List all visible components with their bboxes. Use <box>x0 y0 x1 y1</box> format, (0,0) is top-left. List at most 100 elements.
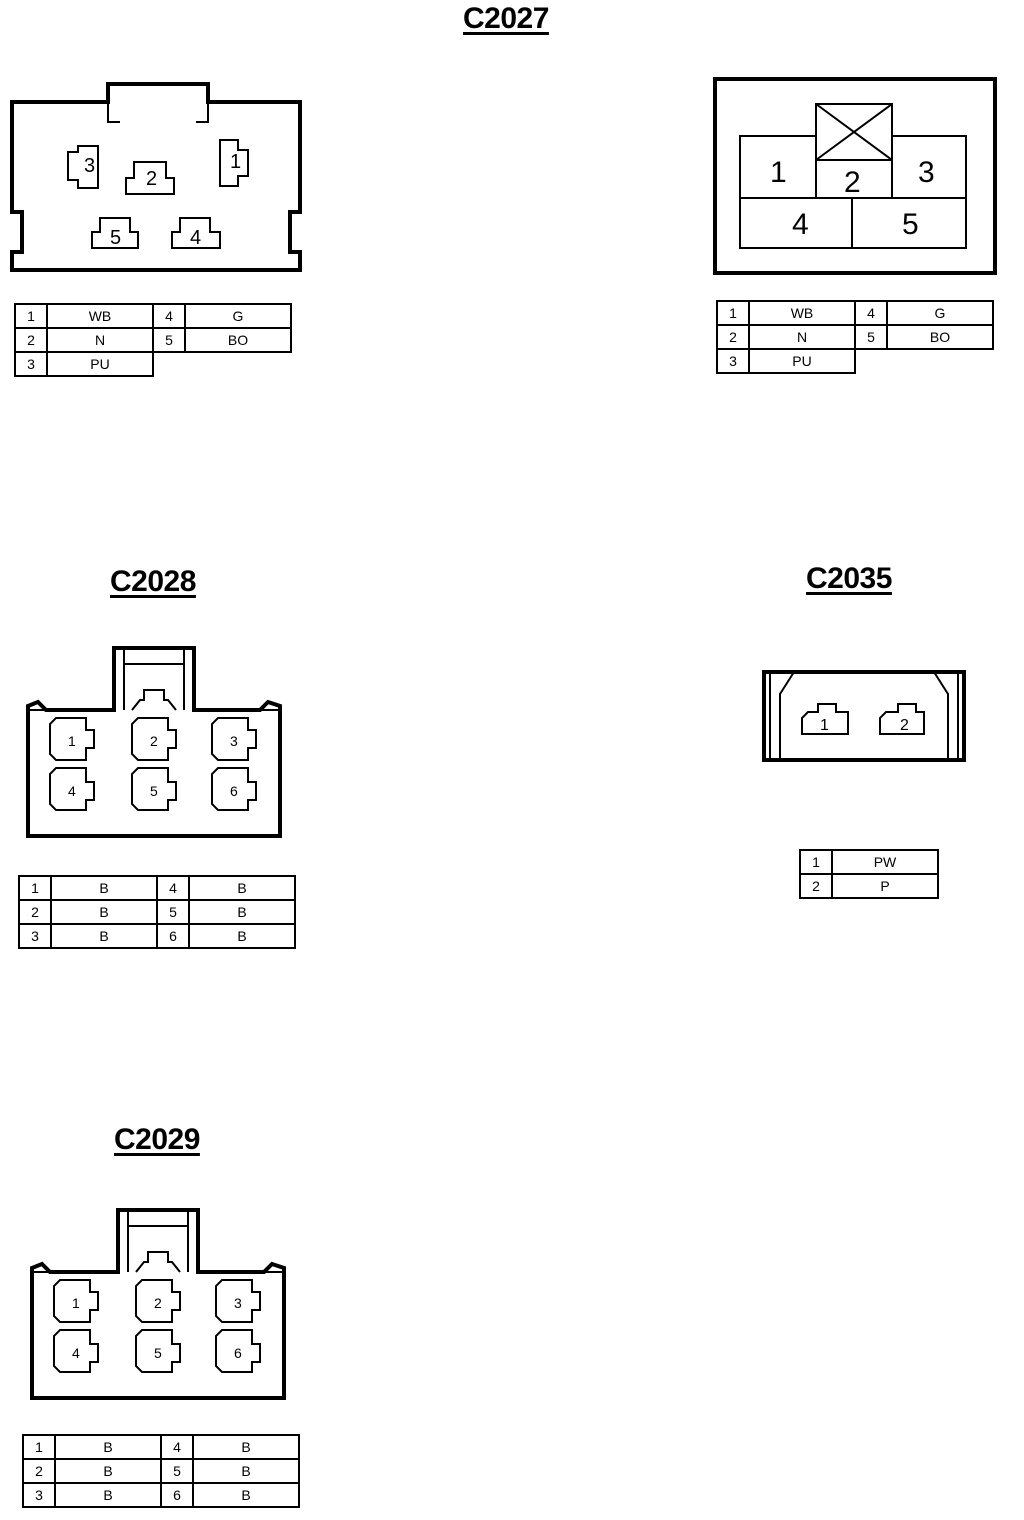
connector-title-c2027: C2027 <box>463 2 549 35</box>
svg-text:3: 3 <box>84 155 95 177</box>
svg-text:4: 4 <box>68 783 76 799</box>
wire-color: B <box>188 899 296 925</box>
svg-text:2: 2 <box>150 733 158 749</box>
connector-c2027-face-right: 1 2 3 4 5 <box>713 77 997 275</box>
table-row: 1 B 4 B <box>18 875 296 901</box>
connector-c2027-face-left: 3 1 2 5 4 <box>10 82 302 272</box>
pin-number: 4 <box>156 875 190 901</box>
svg-text:1: 1 <box>820 717 829 734</box>
pin-number: 5 <box>156 899 190 925</box>
svg-text:5: 5 <box>110 227 121 249</box>
svg-text:2: 2 <box>154 1295 162 1311</box>
table-row: 1 WB 4 G <box>716 300 994 326</box>
svg-text:2: 2 <box>900 717 909 734</box>
pin-number: 3 <box>716 348 750 374</box>
svg-text:3: 3 <box>918 156 935 189</box>
svg-text:1: 1 <box>230 151 241 173</box>
pin-number: 5 <box>152 327 186 353</box>
wire-color: WB <box>46 303 154 329</box>
pin-table-c2027-right: 1 WB 4 G 2 N 5 BO 3 PU <box>716 300 994 374</box>
pin-number: 2 <box>18 899 52 925</box>
table-row: 3 PU <box>14 351 291 377</box>
svg-text:3: 3 <box>234 1295 242 1311</box>
svg-text:4: 4 <box>190 227 201 249</box>
svg-text:4: 4 <box>72 1345 80 1361</box>
wire-color: B <box>54 1458 162 1484</box>
table-row: 3 PU <box>716 348 993 374</box>
table-row: 2 N 5 BO <box>716 324 994 350</box>
svg-text:1: 1 <box>72 1295 80 1311</box>
wire-color: WB <box>748 300 856 326</box>
pin-table-c2029: 1 B 4 B 2 B 5 B 3 B 6 B <box>22 1434 300 1508</box>
svg-text:1: 1 <box>770 156 787 189</box>
connector-c2028-face: 1 2 3 4 5 6 <box>26 646 282 838</box>
pin-number: 2 <box>799 873 833 899</box>
wire-color: G <box>886 300 994 326</box>
wire-color: BO <box>184 327 292 353</box>
wire-color: B <box>50 923 158 949</box>
svg-text:3: 3 <box>230 733 238 749</box>
pin-number: 1 <box>22 1434 56 1460</box>
pin-number: 3 <box>22 1482 56 1508</box>
cavities: 1 2 3 4 5 6 <box>49 717 257 811</box>
pin-number: 5 <box>160 1458 194 1484</box>
wire-color: G <box>184 303 292 329</box>
wire-color: B <box>50 875 158 901</box>
wire-color: B <box>188 923 296 949</box>
pin-number: 3 <box>14 351 48 377</box>
connector-c2035-face: 1 2 <box>762 670 966 762</box>
table-row: 1 B 4 B <box>22 1434 300 1460</box>
table-row: 2 B 5 B <box>22 1458 300 1484</box>
pin-number: 2 <box>22 1458 56 1484</box>
pin-number: 5 <box>854 324 888 350</box>
pin-table-c2027-left: 1 WB 4 G 2 N 5 BO 3 PU <box>14 303 292 377</box>
table-row: 1 PW <box>799 849 939 875</box>
table-row: 3 B 6 B <box>22 1482 300 1508</box>
wire-color: N <box>748 324 856 350</box>
wire-color: B <box>192 1458 300 1484</box>
connector-title-c2029: C2029 <box>114 1123 200 1156</box>
wire-color: PU <box>748 348 856 374</box>
pin-number: 2 <box>716 324 750 350</box>
wire-color: PW <box>831 849 939 875</box>
table-row: 3 B 6 B <box>18 923 296 949</box>
pin-number: 1 <box>14 303 48 329</box>
wire-color: B <box>192 1482 300 1508</box>
svg-text:2: 2 <box>844 166 861 199</box>
wire-color: B <box>54 1482 162 1508</box>
wire-color: N <box>46 327 154 353</box>
svg-text:1: 1 <box>68 733 76 749</box>
pin-number: 1 <box>716 300 750 326</box>
svg-text:2: 2 <box>146 168 157 190</box>
pin-number: 1 <box>799 849 833 875</box>
pin-number: 2 <box>14 327 48 353</box>
pin-number: 4 <box>160 1434 194 1460</box>
svg-text:5: 5 <box>150 783 158 799</box>
wire-color: BO <box>886 324 994 350</box>
connector-c2029-face: 1 2 3 4 5 6 <box>30 1208 286 1400</box>
wire-color: B <box>50 899 158 925</box>
pin-number: 1 <box>18 875 52 901</box>
wire-color: B <box>192 1434 300 1460</box>
table-row: 2 B 5 B <box>18 899 296 925</box>
table-row: 2 N 5 BO <box>14 327 292 353</box>
cavities: 1 2 3 4 5 6 <box>53 1279 261 1373</box>
svg-text:4: 4 <box>792 208 809 241</box>
wire-color: PU <box>46 351 154 377</box>
pin-number: 4 <box>854 300 888 326</box>
connector-title-c2028: C2028 <box>110 565 196 598</box>
svg-text:5: 5 <box>902 208 919 241</box>
wire-color: B <box>188 875 296 901</box>
svg-text:6: 6 <box>234 1345 242 1361</box>
svg-text:6: 6 <box>230 783 238 799</box>
table-row: 1 WB 4 G <box>14 303 292 329</box>
pin-table-c2028: 1 B 4 B 2 B 5 B 3 B 6 B <box>18 875 296 949</box>
pin-number: 4 <box>152 303 186 329</box>
connector-title-c2035: C2035 <box>806 562 892 595</box>
wire-color: P <box>831 873 939 899</box>
table-row: 2 P <box>799 873 939 899</box>
pin-number: 3 <box>18 923 52 949</box>
wire-color: B <box>54 1434 162 1460</box>
pin-number: 6 <box>156 923 190 949</box>
pin-table-c2035: 1 PW 2 P <box>799 849 939 899</box>
